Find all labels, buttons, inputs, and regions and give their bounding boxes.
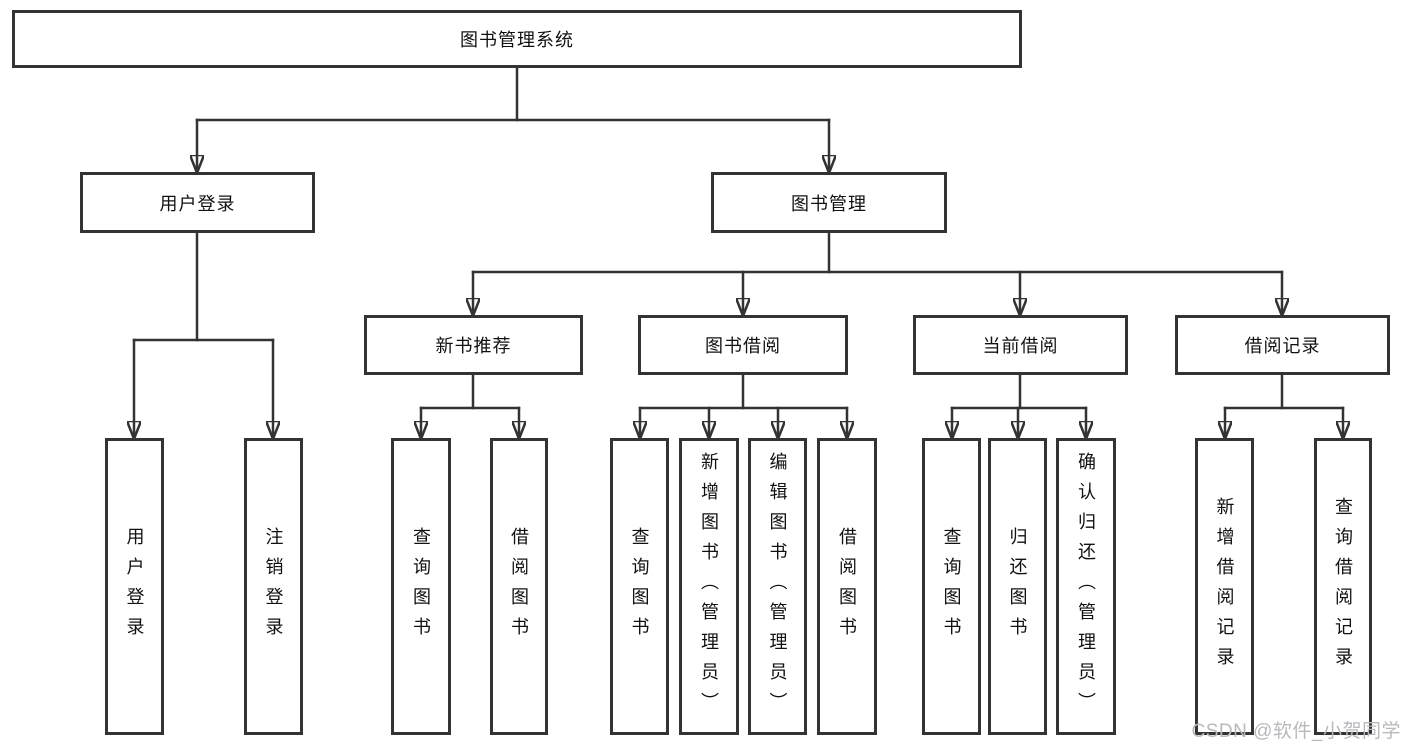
csdn-watermark: CSDN @软件_小贺同学 [1191, 721, 1401, 742]
node-root-label: 图书管理系统 [460, 30, 574, 50]
edges-book-borrowing-to-leaves [640, 373, 847, 437]
edges-root-to-level2 [197, 66, 829, 171]
leaf-add-book-admin: 新增图书（管理员） [679, 438, 739, 735]
leaf-borrow-books-recommend: 借阅图书 [490, 438, 548, 735]
edges-book-management-to-level3 [473, 231, 1282, 314]
leaf-confirm-return-admin-label: 确认归还（管理员） [1076, 451, 1096, 722]
leaf-query-books-recommend-label: 查询图书 [411, 526, 431, 647]
node-root: 图书管理系统 [12, 10, 1022, 68]
leaf-query-books-current: 查询图书 [922, 438, 981, 735]
edges-borrowing-records-to-leaves [1225, 373, 1343, 437]
edges-current-borrowing-to-leaves [952, 373, 1086, 437]
edges-user-login-to-leaves [134, 231, 273, 437]
leaf-add-borrow-record: 新增借阅记录 [1195, 438, 1254, 735]
edges-new-book-recommendation-to-leaves [421, 373, 519, 437]
node-user-login-label: 用户登录 [159, 193, 236, 214]
leaf-return-books-label: 归还图书 [1007, 526, 1028, 647]
leaf-query-books-recommend: 查询图书 [391, 438, 451, 735]
leaf-borrow-books-label: 借阅图书 [837, 526, 857, 647]
leaf-return-books: 归还图书 [988, 438, 1047, 735]
node-book-management-label: 图书管理 [791, 193, 867, 214]
node-book-borrowing-label: 图书借阅 [705, 336, 781, 356]
leaf-edit-book-admin: 编辑图书（管理员） [748, 438, 807, 735]
leaf-query-borrow-record: 查询借阅记录 [1314, 438, 1372, 735]
leaf-edit-book-admin-label: 编辑图书（管理员） [767, 451, 788, 722]
leaf-logout-label: 注销登录 [263, 526, 284, 647]
leaf-user-login-label: 用户登录 [124, 526, 145, 647]
node-new-book-recommendation: 新书推荐 [364, 315, 583, 375]
leaf-borrow-books-recommend-label: 借阅图书 [509, 526, 529, 647]
leaf-user-login: 用户登录 [105, 438, 164, 735]
leaf-query-books-borrowing-label: 查询图书 [629, 526, 650, 647]
leaf-add-book-admin-label: 新增图书（管理员） [699, 451, 719, 722]
leaf-query-books-current-label: 查询图书 [941, 526, 962, 647]
leaf-query-borrow-record-label: 查询借阅记录 [1333, 496, 1353, 677]
node-current-borrowing: 当前借阅 [913, 315, 1128, 375]
leaf-logout: 注销登录 [244, 438, 303, 735]
leaf-confirm-return-admin: 确认归还（管理员） [1056, 438, 1116, 735]
node-book-management: 图书管理 [711, 172, 947, 233]
node-new-book-recommendation-label: 新书推荐 [435, 336, 512, 356]
node-user-login: 用户登录 [80, 172, 315, 233]
node-current-borrowing-label: 当前借阅 [982, 336, 1059, 356]
node-borrowing-records-label: 借阅记录 [1244, 336, 1321, 356]
leaf-borrow-books: 借阅图书 [817, 438, 877, 735]
leaf-add-borrow-record-label: 新增借阅记录 [1214, 496, 1235, 677]
node-book-borrowing: 图书借阅 [638, 315, 848, 375]
node-borrowing-records: 借阅记录 [1175, 315, 1390, 375]
leaf-query-books-borrowing: 查询图书 [610, 438, 669, 735]
